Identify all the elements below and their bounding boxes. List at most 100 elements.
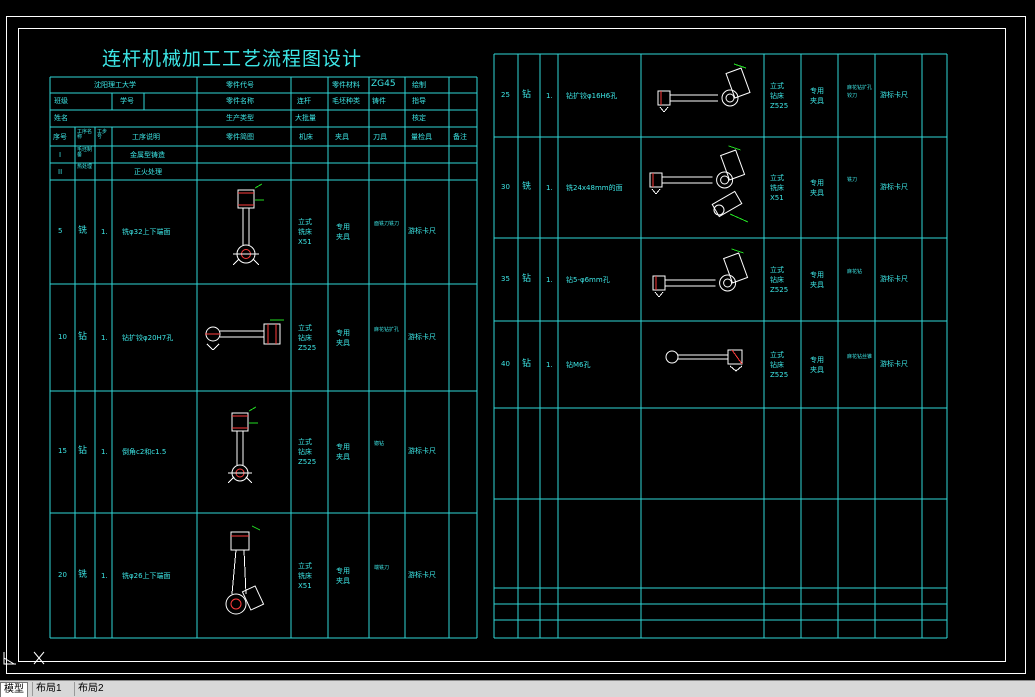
op-seq: 35 (501, 274, 510, 283)
op-machine-line: 立式 (298, 323, 312, 332)
op-fixture-line: 专用 (336, 443, 350, 451)
op-tool: 麻花钻 (847, 268, 863, 275)
op-fixture-line: 夹具 (336, 338, 350, 347)
op-type: 铣 (78, 569, 88, 580)
col-seq: 序号 (53, 133, 67, 141)
op-machine-line: Z525 (298, 343, 317, 352)
tab-model[interactable]: 模型 (0, 682, 28, 697)
op-machine-line: Z525 (770, 285, 789, 294)
op-seq: 5 (58, 227, 63, 235)
op-desc: 倒角c2和c1.5 (122, 448, 167, 456)
op-gauge: 游标卡尺 (408, 570, 436, 579)
header-blank-type-label: 毛坯种类 (332, 97, 360, 105)
op-type: 钻 (522, 273, 532, 284)
op-tool: 麻花钻扩孔铰刀 (847, 84, 873, 99)
header-name-label: 姓名 (54, 114, 68, 122)
op-step: 1. (546, 91, 553, 100)
op-desc: 铣φ26上下端面 (122, 571, 171, 580)
op-fixture-line: 夹具 (810, 188, 824, 197)
table-grid (49, 53, 948, 639)
op-gauge: 游标卡尺 (880, 274, 908, 283)
op-machine-line: 立式 (298, 438, 312, 446)
op-gauge: 游标卡尺 (880, 182, 908, 191)
drawing-canvas[interactable]: 连杆机械加工工艺流程图设计 沈阳理工大学 零件代号 零件材料 ZG45 绘制 班… (0, 0, 1035, 680)
op-machine-line: 立式 (298, 561, 312, 570)
header-blank-type-value: 铸件 (372, 97, 386, 105)
op-type: 钻 (78, 331, 88, 342)
part-sketches (205, 63, 751, 615)
preop-1-seq: I (59, 151, 62, 159)
op-desc: 铣24x48mm的面 (566, 183, 623, 192)
op-seq: 40 (501, 359, 510, 368)
op-step: 1. (546, 360, 553, 369)
op-tool: 麻花钻丝锥 (847, 353, 873, 360)
header-school: 沈阳理工大学 (94, 81, 136, 89)
op-fixture-line: 专用 (810, 355, 824, 364)
header-drawn-label: 绘制 (412, 81, 426, 89)
op-tool: 麻花钻扩孔 (374, 326, 400, 333)
op-seq: 25 (501, 90, 510, 99)
op-gauge: 游标卡尺 (408, 227, 436, 235)
op-machine-line: 铣床 (770, 183, 784, 192)
op-tool: 铣刀 (847, 176, 858, 183)
op-machine-line: 钻床 (298, 448, 312, 456)
op-step: 1. (101, 571, 108, 580)
op-tool: 面铣刀铣刀 (374, 221, 400, 227)
op-type: 铣 (522, 181, 532, 192)
op-seq: 15 (58, 447, 67, 455)
op-type: 铣 (78, 226, 88, 236)
op-fixture-line: 夹具 (336, 453, 350, 461)
op-fixture-line: 夹具 (810, 96, 824, 105)
col-step-desc: 工序说明 (132, 133, 160, 141)
op-seq: 20 (58, 570, 67, 579)
col-note: 备注 (453, 133, 467, 141)
tab-layout1[interactable]: 布局1 (32, 682, 65, 696)
op-seq: 10 (58, 332, 67, 341)
op-gauge: 游标卡尺 (408, 332, 436, 341)
header-part-code-label: 零件代号 (226, 81, 254, 89)
op-machine-line: 钻床 (770, 91, 784, 100)
op-machine-line: Z525 (770, 101, 789, 110)
header-production-type-value: 大批量 (295, 114, 316, 122)
op-machine-line: 铣床 (298, 228, 312, 236)
op-machine-line: 钻床 (770, 360, 784, 369)
op-step: 1. (101, 228, 108, 236)
op-machine-line: Z525 (770, 370, 789, 379)
op-type: 钻 (78, 446, 88, 456)
op-desc: 钻扩铰φ16H6孔 (566, 91, 618, 100)
op-machine-line: 立式 (770, 81, 784, 90)
op-step: 1. (101, 448, 108, 456)
preop-1-name: 毛坯制备 (77, 147, 93, 158)
op-fixture-line: 夹具 (336, 576, 350, 585)
op-step: 1. (101, 333, 108, 342)
op-step: 1. (546, 275, 553, 284)
op-fixture-line: 专用 (810, 270, 824, 279)
op-desc: 钻M6孔 (566, 360, 591, 369)
col-step: 工步号 (97, 129, 108, 140)
outer-frame (6, 16, 1026, 674)
header-class-label: 班级 (54, 97, 68, 105)
op-fixture-line: 专用 (810, 178, 824, 187)
op-tool: 端铣刀 (374, 564, 390, 571)
op-desc: 钻5-φ6mm孔 (566, 275, 610, 284)
op-machine-line: 立式 (770, 173, 784, 182)
tab-layout2[interactable]: 布局2 (74, 682, 107, 696)
header-check-label: 核定 (412, 114, 426, 122)
op-machine-line: X51 (298, 238, 312, 246)
op-machine-line: 铣床 (298, 571, 312, 580)
op-fixture-line: 夹具 (336, 233, 350, 241)
op-fixture-line: 夹具 (810, 280, 824, 289)
op-machine-line: 立式 (770, 350, 784, 359)
op-fixture-line: 专用 (336, 566, 350, 575)
header-material-label: 零件材料 (332, 81, 360, 89)
op-gauge: 游标卡尺 (880, 90, 908, 99)
col-sketch: 零件简图 (226, 133, 254, 141)
op-type: 钻 (522, 358, 532, 369)
op-fixture-line: 专用 (810, 86, 824, 95)
op-gauge: 游标卡尺 (408, 447, 436, 455)
header-part-name-value: 连杆 (297, 97, 311, 105)
inner-frame (18, 28, 1006, 662)
op-fixture-line: 夹具 (810, 365, 824, 374)
op-type: 钻 (522, 89, 532, 100)
drawing-title: 连杆机械加工工艺流程图设计 (102, 48, 363, 70)
